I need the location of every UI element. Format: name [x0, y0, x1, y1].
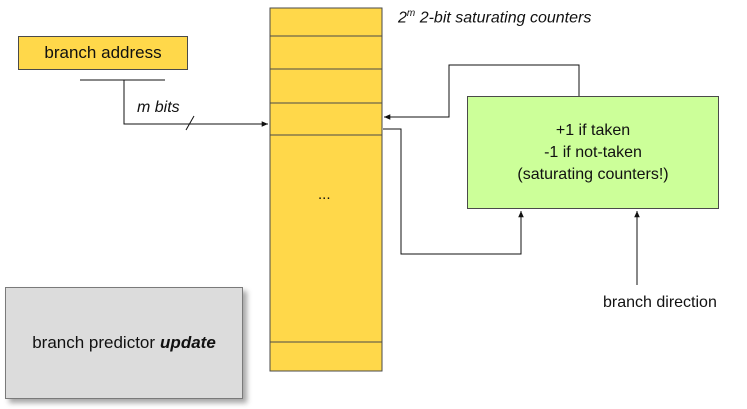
branch-address-label: branch address: [44, 43, 162, 62]
logic-line-saturating: (saturating counters!): [517, 165, 669, 183]
branch-address-box: branch address: [18, 36, 188, 70]
branch-predictor-update-box: branch predictor update: [5, 287, 243, 399]
update-emphasis: update: [160, 333, 216, 352]
table-row-dividers: [270, 35, 382, 343]
logic-line-not-taken: -1 if not-taken: [544, 143, 642, 161]
counter-update-logic-box: +1 if taken -1 if not-taken (saturating …: [467, 96, 719, 209]
m-bits-label: m bits: [137, 99, 180, 116]
update-prefix: branch predictor: [32, 333, 156, 352]
m-bits-slash: [185, 115, 195, 131]
table-ellipsis: ...: [318, 186, 331, 203]
table-title: 2m 2-bit saturating counters: [398, 8, 592, 27]
counter-read-arrow: [383, 128, 524, 255]
logic-line-taken: +1 if taken: [555, 121, 631, 139]
index-arrow: [123, 80, 268, 127]
branch-direction-label: branch direction: [603, 294, 717, 311]
update-writeback-arrow: [384, 64, 580, 120]
